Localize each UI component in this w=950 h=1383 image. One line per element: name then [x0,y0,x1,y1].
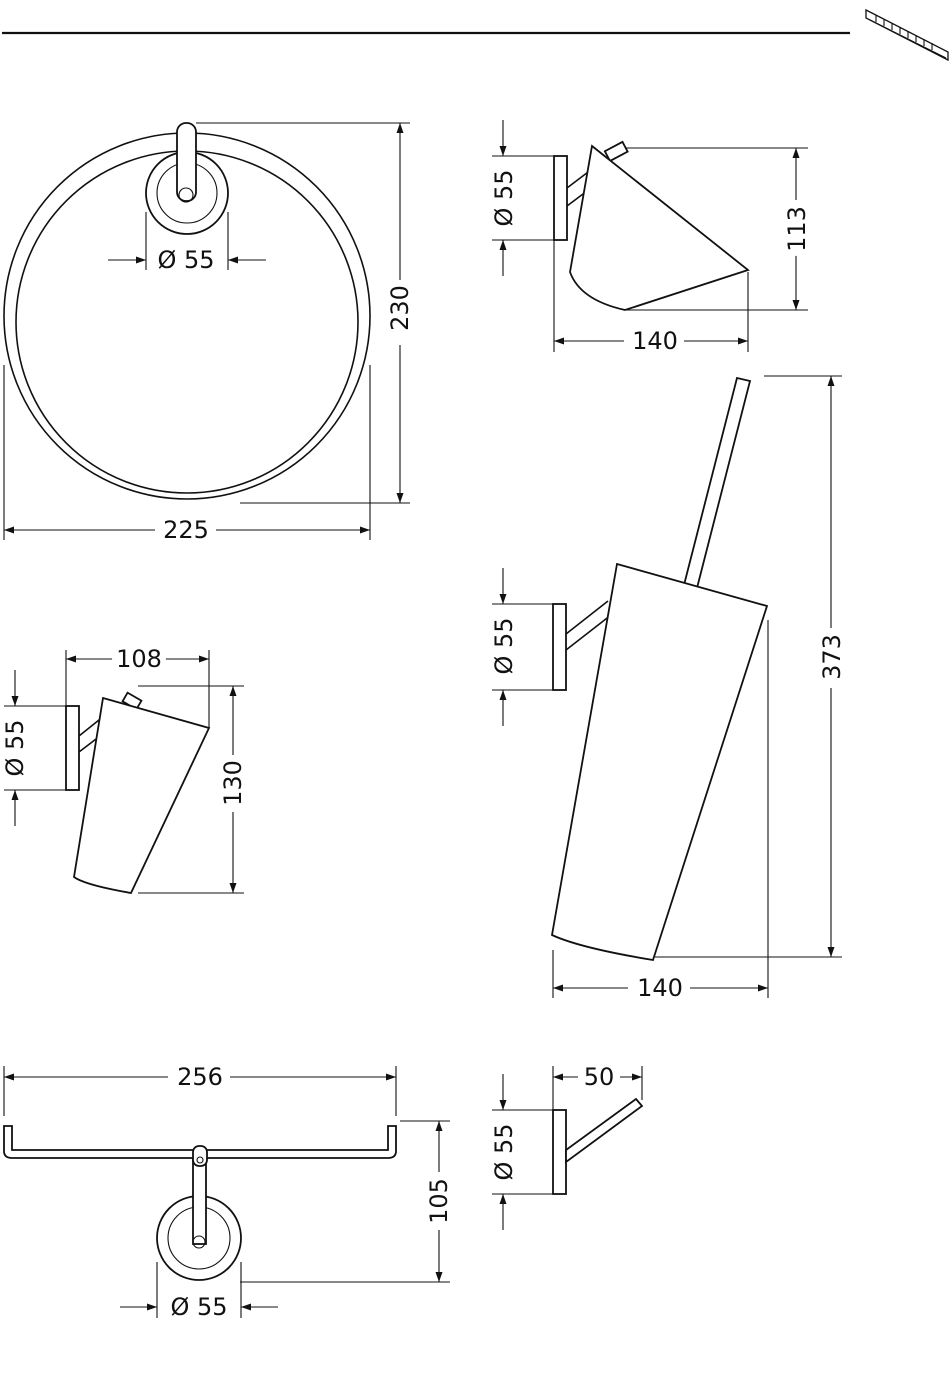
towel-bar-rosette-diameter-dim: Ø 55 [170,1293,227,1321]
soap-dish-drawing [492,120,808,352]
ring-height-dim: 230 [386,285,414,331]
brush-holder-height-dim: 373 [818,634,846,680]
tumbler-depth-dim: 108 [116,645,162,673]
ring-rosette-diameter-dim: Ø 55 [157,246,214,274]
towel-bar-depth-dim: 105 [425,1178,453,1224]
tumbler-drawing [4,650,244,893]
brush-holder-depth-dim: 140 [637,974,683,1002]
tumbler-height-dim: 130 [219,760,247,806]
soap-dish-rosette-diameter-dim: Ø 55 [490,169,518,226]
towel-bar-drawing [4,1066,450,1318]
ruler-scale-icon [866,10,948,60]
towel-ring-drawing [4,123,410,540]
brush-holder-rosette-diameter-dim: Ø 55 [490,617,518,674]
towel-bar-width-dim: 256 [177,1063,223,1091]
ring-width-dim: 225 [163,516,209,544]
hook-depth-dim: 50 [584,1063,615,1091]
soap-dish-depth-dim: 140 [632,327,678,355]
hook-rosette-diameter-dim: Ø 55 [490,1123,518,1180]
soap-dish-height-dim: 113 [783,206,811,252]
tumbler-rosette-diameter-dim: Ø 55 [1,719,29,776]
brush-holder-drawing [492,376,842,998]
